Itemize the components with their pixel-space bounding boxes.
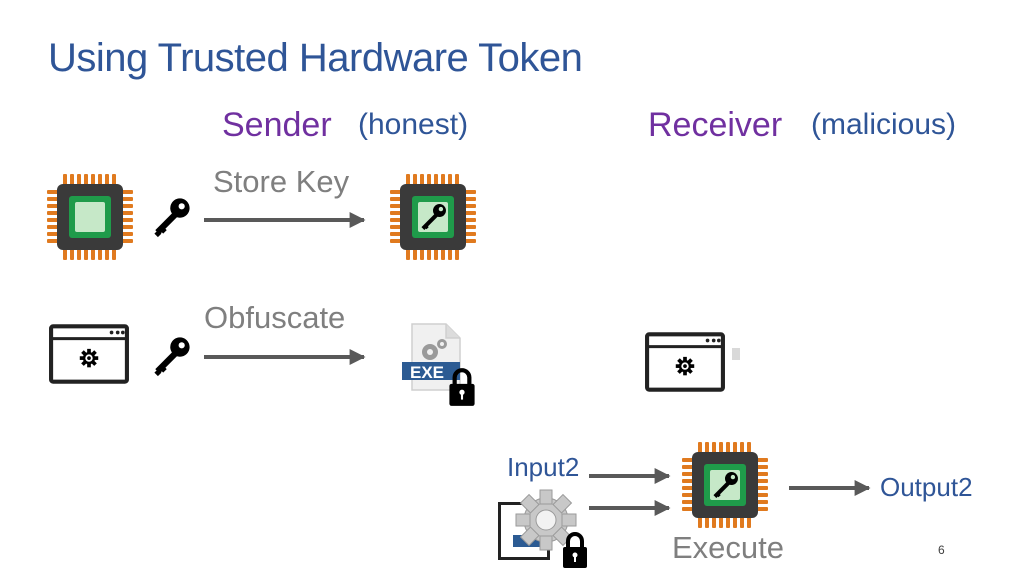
sender-chip-icon [45,172,135,262]
store-key-arrow [204,212,366,228]
program-window-icon [48,323,130,385]
obfuscate-arrow [204,349,366,365]
sender-qualifier: (honest) [358,108,469,141]
slide-number: 6 [938,543,945,557]
obfuscate-label: Obfuscate [204,300,346,335]
receiver-label: Receiver [648,106,783,144]
token-chip-icon [388,172,478,262]
store-key-label: Store Key [213,164,350,199]
output-arrow [789,480,871,496]
slide-title: Using Trusted Hardware Token [48,36,583,80]
input-arrow [589,468,671,484]
program-arrow [589,500,671,516]
sender-label: Sender [222,106,332,144]
output-label: Output2 [880,472,973,502]
key-icon [150,333,194,377]
execute-label: Execute [672,530,785,565]
lock-icon [560,530,590,570]
exe-label: EXE [410,363,445,382]
receiver-qualifier: (malicious) [811,108,957,141]
gear-icon [515,489,577,551]
token-chip-icon [680,440,770,530]
lock-icon [446,366,478,408]
receiver-program-window-icon [644,331,726,393]
window-fragment [732,348,740,360]
output-index: 2 [958,472,973,502]
key-icon [150,194,194,238]
input-index: 2 [564,452,580,482]
input-label: Input2 [507,452,580,482]
